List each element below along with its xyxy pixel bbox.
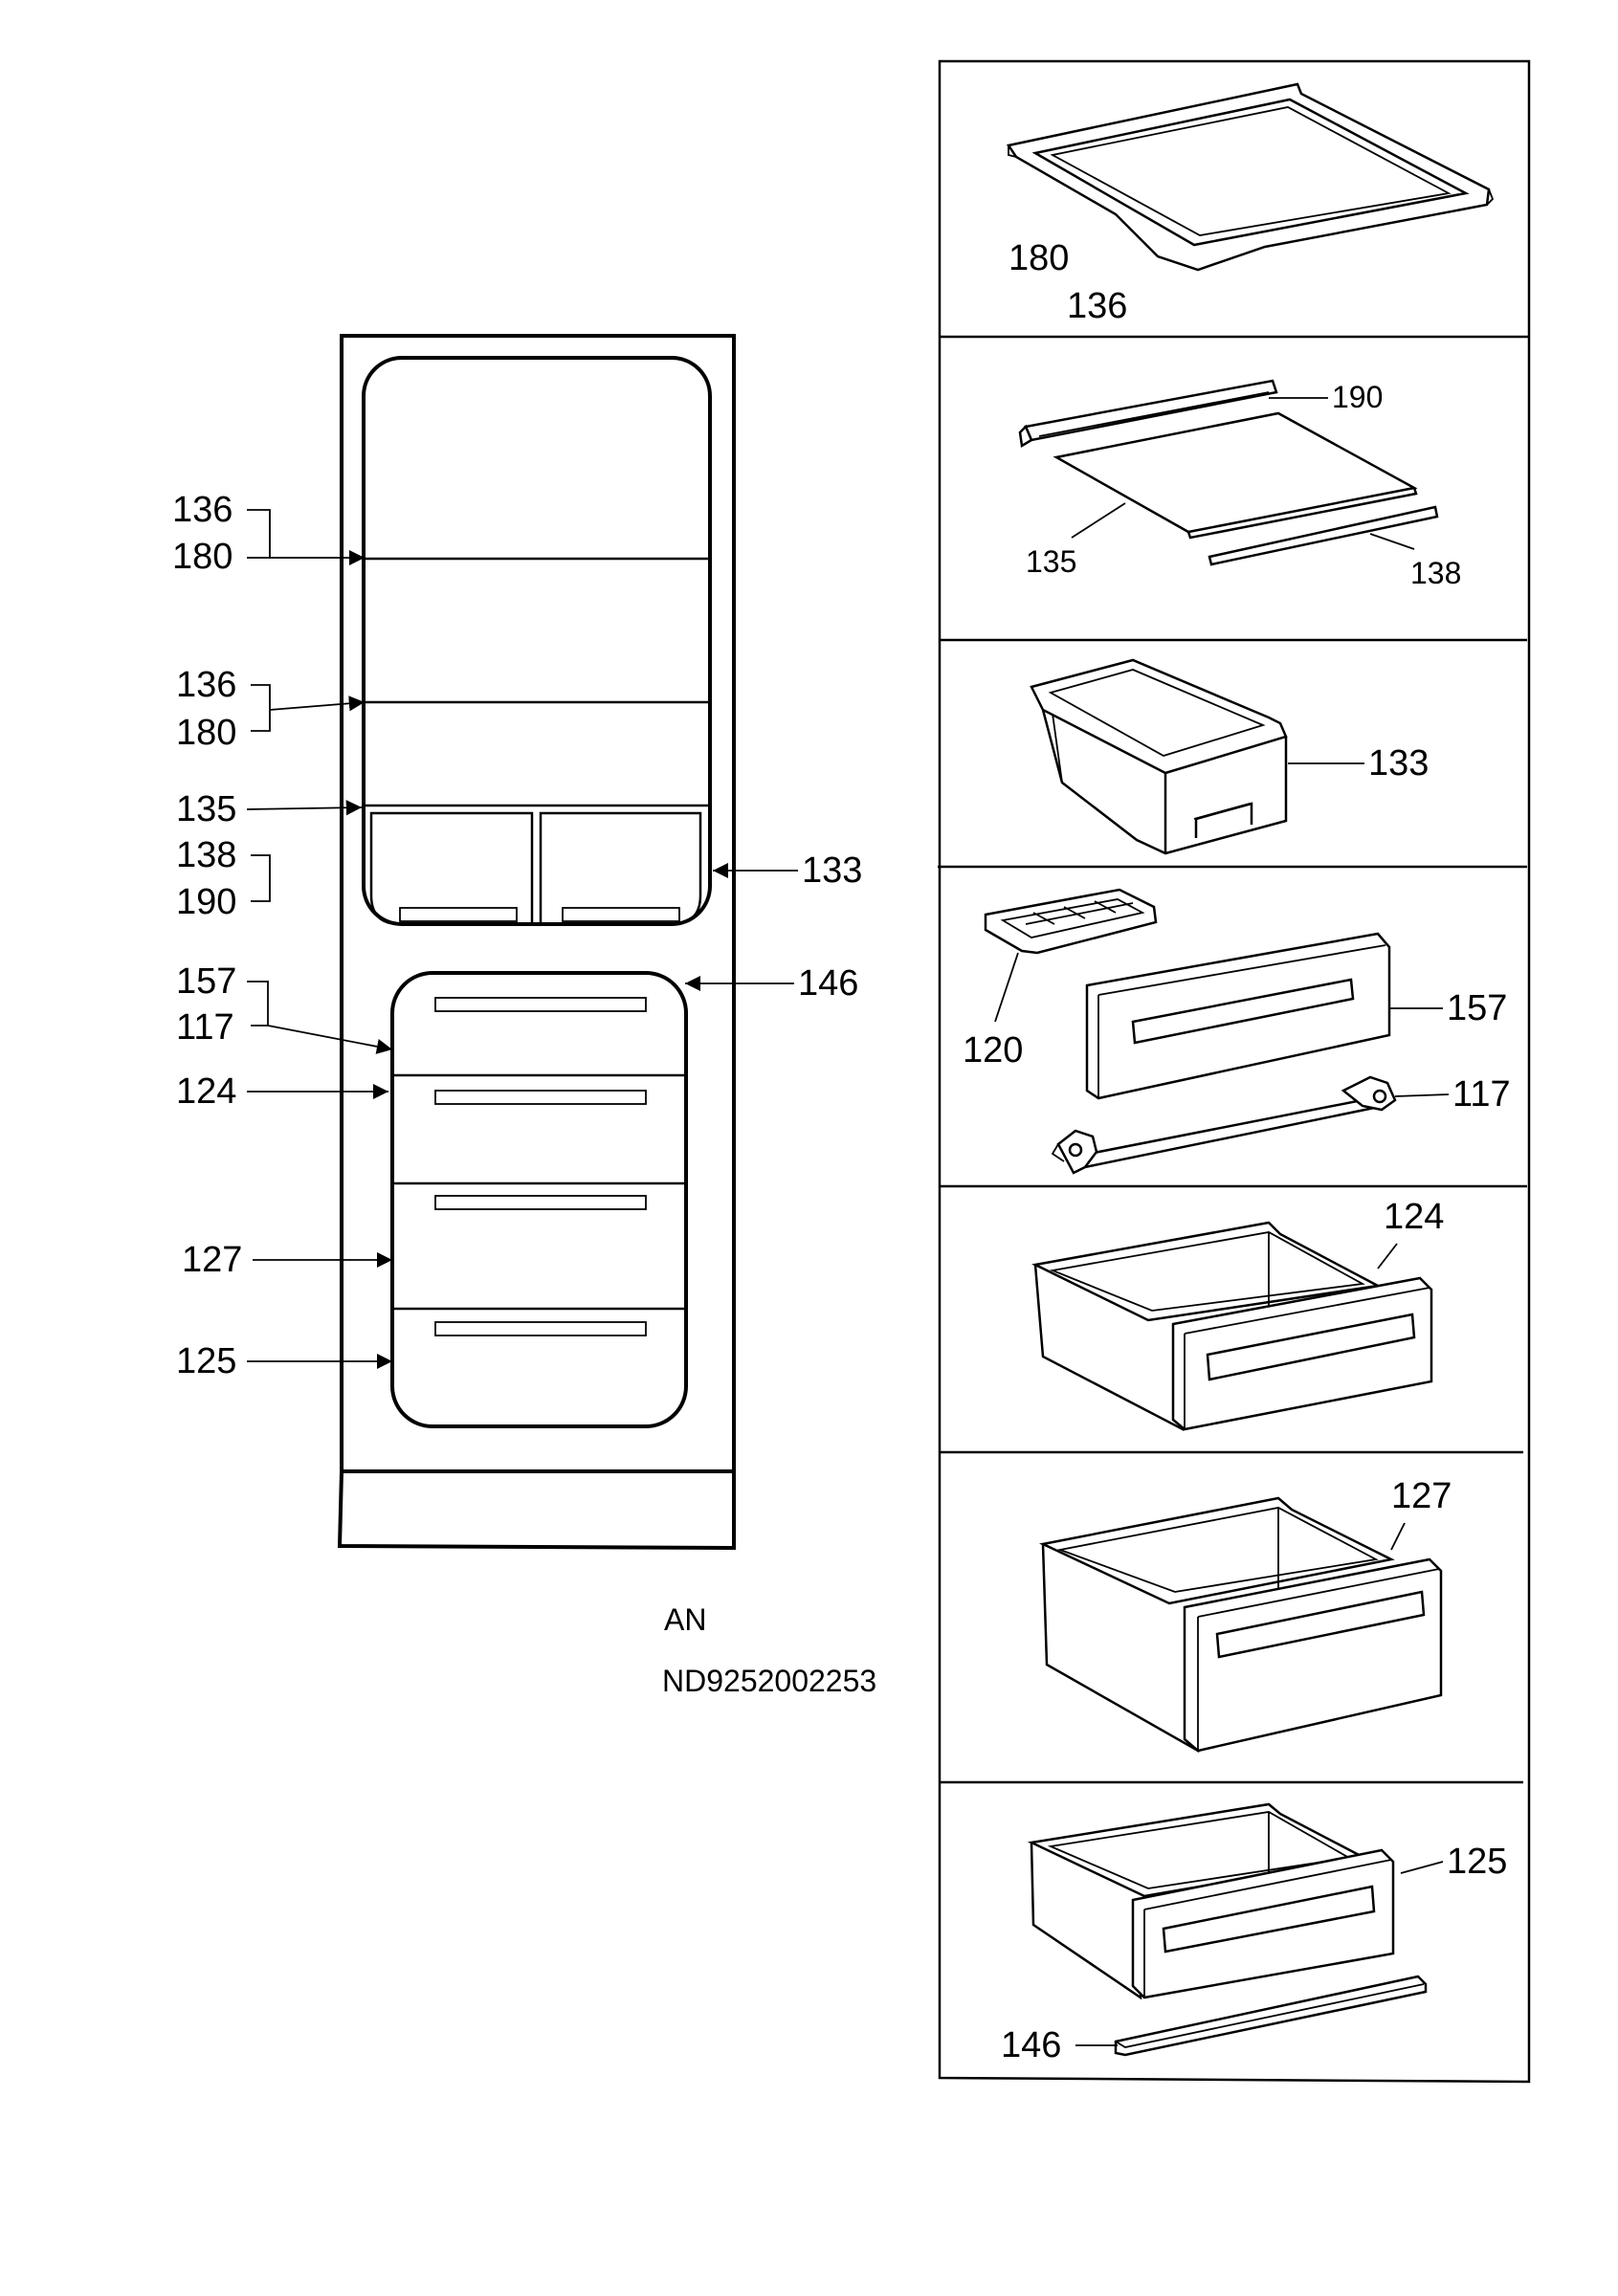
crisper-right <box>539 811 702 926</box>
freezer-compartment <box>390 971 688 1428</box>
fridge-overview <box>337 334 736 1551</box>
callout-135: 135 <box>176 789 236 829</box>
fridge-compartment <box>362 356 712 926</box>
part-flap-rail <box>1051 1075 1450 1175</box>
leader-p6-127 <box>1390 1522 1406 1551</box>
part-freezer-drawer-124 <box>1031 1221 1433 1432</box>
leader-135 <box>246 800 363 816</box>
panel4-label-157: 157 <box>1447 988 1507 1028</box>
crisper-left <box>369 811 534 926</box>
leader-p2-135 <box>1071 502 1126 539</box>
part-freezer-drawer-127 <box>1039 1496 1443 1754</box>
part-crisper-drawer <box>1030 658 1364 855</box>
panel3-label-133: 133 <box>1368 743 1429 784</box>
callout-157: 157 <box>176 961 236 1002</box>
panel1-label-136: 136 <box>1067 286 1127 326</box>
callout-133: 133 <box>802 850 862 891</box>
panel5-label-124: 124 <box>1384 1197 1444 1237</box>
panel6-label-127: 127 <box>1391 1476 1452 1516</box>
panel2-label-138: 138 <box>1410 556 1461 590</box>
panel4-label-117: 117 <box>1452 1074 1511 1115</box>
left-callouts: 136 180 136 180 135 138 190 133 157 117 … <box>172 490 862 1381</box>
part-freezer-flap <box>1085 932 1443 1100</box>
panel-frame <box>938 59 1531 2084</box>
leader-180-b <box>269 695 366 712</box>
crisper-left-handle <box>399 907 518 922</box>
leader-p5-124 <box>1377 1243 1398 1269</box>
callout-117: 117 <box>176 1007 234 1048</box>
part-shelf-frame <box>1006 82 1495 272</box>
bracket-157-117 <box>247 981 269 1027</box>
callout-136-a: 136 <box>172 490 233 530</box>
panel2-label-135: 135 <box>1026 544 1076 579</box>
variant-code: AN <box>664 1602 706 1637</box>
callout-127: 127 <box>182 1240 242 1280</box>
callout-124: 124 <box>176 1071 236 1112</box>
drawer-handle-3 <box>434 1195 647 1210</box>
panel1-label-180: 180 <box>1008 238 1069 278</box>
panel7-label-125: 125 <box>1447 1842 1507 1882</box>
plinth <box>337 1470 736 1551</box>
callout-138: 138 <box>176 835 236 875</box>
panel4-label-120: 120 <box>963 1030 1023 1071</box>
panel2-label-190: 190 <box>1332 380 1383 414</box>
part-bottom-trim-146 <box>1075 1975 1428 2057</box>
drawer-handle-1 <box>434 997 647 1012</box>
bracket-136-180-a <box>247 509 271 558</box>
drawing-number: ND9252002253 <box>662 1664 876 1698</box>
callout-190: 190 <box>176 882 236 922</box>
part-ice-tray <box>984 888 1158 1023</box>
drawer-handle-2 <box>434 1090 647 1105</box>
callout-180-b: 180 <box>176 713 236 753</box>
leader-p2-138 <box>1369 533 1415 550</box>
bracket-136-180-b <box>251 684 271 732</box>
cabinet-outline <box>340 334 736 1473</box>
leader-p4-117 <box>1394 1093 1450 1097</box>
crisper-right-handle <box>562 907 680 922</box>
parts-panel <box>938 59 1531 2084</box>
leader-p7-125 <box>1400 1861 1444 1874</box>
callout-180-a: 180 <box>172 537 233 577</box>
leader-117 <box>267 1025 393 1054</box>
part-glass-shelf-trims <box>1018 379 1439 566</box>
bracket-138-190 <box>251 854 271 902</box>
callout-136-b: 136 <box>176 665 236 705</box>
part-freezer-drawer-125 <box>1027 1802 1444 2000</box>
callout-146: 146 <box>798 963 858 1004</box>
leader-p4-120 <box>994 952 1019 1023</box>
drawer-handle-4 <box>434 1321 647 1336</box>
panel7-label-146: 146 <box>1001 2025 1061 2065</box>
callout-125: 125 <box>176 1341 236 1381</box>
